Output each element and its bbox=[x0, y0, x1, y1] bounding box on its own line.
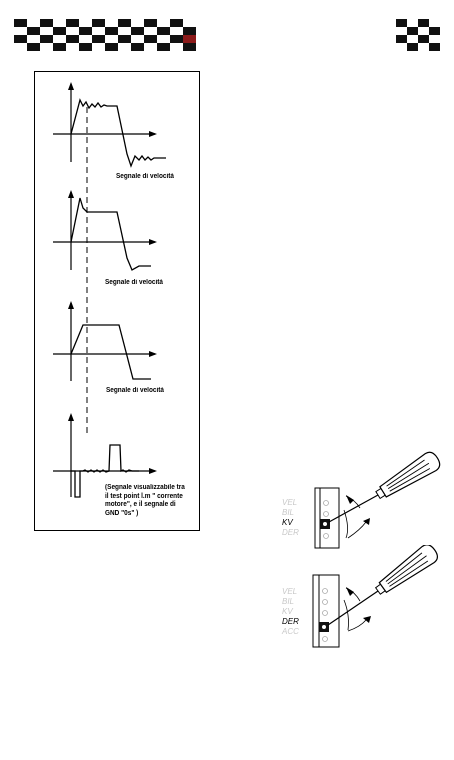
trimmer-upper-drawing bbox=[308, 450, 454, 560]
checker-cell bbox=[170, 43, 183, 51]
checker-cell bbox=[118, 35, 131, 43]
checker-cell bbox=[118, 19, 131, 27]
checker-cell bbox=[79, 27, 92, 35]
checker-cell bbox=[66, 19, 79, 27]
checker-cell bbox=[27, 35, 40, 43]
checker-cell bbox=[418, 35, 429, 43]
checker-cell bbox=[92, 19, 105, 27]
checker-cell bbox=[429, 43, 440, 51]
checker-cell bbox=[407, 43, 418, 51]
checker-cell bbox=[118, 27, 131, 35]
checker-cell bbox=[170, 35, 183, 43]
trimmer-label-der: DER bbox=[282, 528, 299, 538]
checker-cell bbox=[53, 43, 66, 51]
trimmer-label-vel: VEL bbox=[282, 498, 299, 508]
wave2-caption: Segnale di velocità bbox=[105, 279, 163, 288]
checker-cell bbox=[170, 19, 183, 27]
checker-cell bbox=[396, 19, 407, 27]
checker-cell bbox=[66, 27, 79, 35]
checker-cell bbox=[144, 35, 157, 43]
checker-cell bbox=[105, 35, 118, 43]
checker-cell bbox=[27, 43, 40, 51]
checker-cell bbox=[40, 43, 53, 51]
checkered-banner-right bbox=[396, 19, 439, 51]
checker-cell bbox=[105, 43, 118, 51]
checker-cell bbox=[183, 35, 196, 43]
wave3-caption: Segnale di velocità bbox=[106, 387, 164, 396]
checker-cell bbox=[92, 43, 105, 51]
checker-cell bbox=[418, 19, 429, 27]
checker-cell bbox=[396, 43, 407, 51]
checker-cell bbox=[418, 27, 429, 35]
checker-cell bbox=[144, 19, 157, 27]
checker-cell bbox=[131, 35, 144, 43]
trimmer-label-kv: KV bbox=[282, 607, 299, 617]
checker-cell bbox=[396, 27, 407, 35]
checker-cell bbox=[79, 35, 92, 43]
checker-cell bbox=[79, 19, 92, 27]
checker-cell bbox=[407, 19, 418, 27]
checker-cell bbox=[183, 43, 196, 51]
trimmer-label-kv: KV bbox=[282, 518, 299, 528]
trimmer-label-bil: BIL bbox=[282, 508, 299, 518]
checker-cell bbox=[429, 35, 440, 43]
wave4-caption: (Segnale visualizzabile tra il test poin… bbox=[105, 484, 185, 518]
checker-cell bbox=[27, 19, 40, 27]
wave1-caption: Segnale di velocità bbox=[116, 173, 174, 182]
checker-cell bbox=[79, 43, 92, 51]
checker-cell bbox=[170, 27, 183, 35]
checker-cell bbox=[429, 27, 440, 35]
trimmer-label-bil: BIL bbox=[282, 597, 299, 607]
checker-cell bbox=[131, 43, 144, 51]
checker-cell bbox=[53, 27, 66, 35]
trimmer-label-acc: ACC bbox=[282, 627, 299, 637]
trimmer-lower-drawing bbox=[308, 545, 454, 660]
checker-cell bbox=[144, 43, 157, 51]
checker-cell bbox=[183, 27, 196, 35]
speed-signal-underdamped-plot bbox=[35, 78, 201, 188]
waveform-panel: Segnale di velocità Segnale di velocità … bbox=[34, 71, 200, 531]
checker-cell bbox=[92, 35, 105, 43]
checker-cell bbox=[131, 27, 144, 35]
checker-cell bbox=[157, 19, 170, 27]
checker-cell bbox=[66, 43, 79, 51]
checker-cell bbox=[118, 43, 131, 51]
checker-cell bbox=[105, 27, 118, 35]
checker-cell bbox=[131, 19, 144, 27]
checker-cell bbox=[105, 19, 118, 27]
checker-cell bbox=[66, 35, 79, 43]
checker-cell bbox=[53, 19, 66, 27]
checker-cell bbox=[40, 27, 53, 35]
checker-cell bbox=[157, 35, 170, 43]
checker-cell bbox=[407, 35, 418, 43]
checker-cell bbox=[27, 27, 40, 35]
checker-cell bbox=[396, 35, 407, 43]
checker-cell bbox=[418, 43, 429, 51]
checker-cell bbox=[407, 27, 418, 35]
checker-cell bbox=[429, 19, 440, 27]
checker-cell bbox=[40, 35, 53, 43]
checker-cell bbox=[157, 27, 170, 35]
checker-cell bbox=[14, 27, 27, 35]
checker-cell bbox=[92, 27, 105, 35]
trimmer-label-der: DER bbox=[282, 617, 299, 627]
checker-cell bbox=[14, 19, 27, 27]
checker-cell bbox=[14, 35, 27, 43]
checkered-banner-left bbox=[14, 19, 196, 51]
checker-cell bbox=[157, 43, 170, 51]
checker-cell bbox=[40, 19, 53, 27]
checker-cell bbox=[144, 27, 157, 35]
trimmer-label-vel: VEL bbox=[282, 587, 299, 597]
checker-cell bbox=[14, 43, 27, 51]
checker-cell bbox=[183, 19, 196, 27]
checker-cell bbox=[53, 35, 66, 43]
